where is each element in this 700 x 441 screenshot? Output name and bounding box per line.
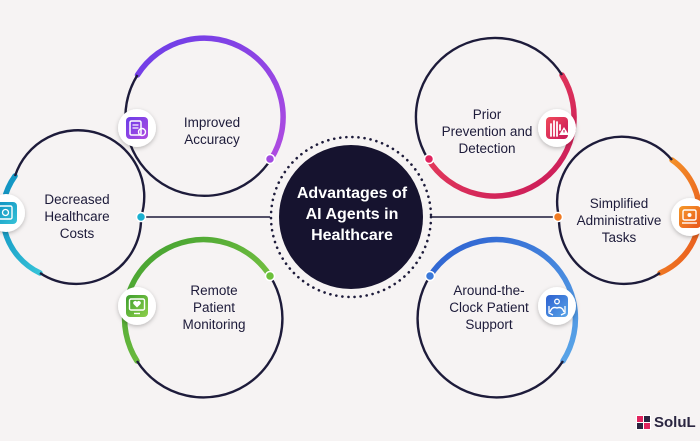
cost-chart-icon (0, 194, 25, 232)
logo-icon (636, 414, 651, 430)
label-prior-prevention: Prior Prevention and Detection (441, 107, 533, 156)
ring-improved-accuracy (124, 35, 286, 198)
brand-logo: SoluL (636, 412, 700, 432)
node-dot (264, 153, 276, 165)
label-decreased-costs: Decreased Healthcare Costs (44, 192, 110, 241)
label-remote-monitoring: Remote Patient Monitoring (182, 283, 246, 332)
node-dot (552, 211, 564, 223)
label-simplified-admin: Simplified Administrative Tasks (576, 196, 662, 245)
hand-warning-icon (538, 109, 576, 147)
care-hands-icon (538, 287, 576, 325)
document-check-icon (118, 109, 156, 147)
ring-patient-support (416, 236, 579, 399)
center-hub (269, 135, 433, 299)
ring-remote-monitoring (121, 236, 284, 399)
brand-name: SoluL (654, 413, 696, 431)
ring-prior-prevention (414, 36, 577, 199)
node-dot (264, 270, 276, 282)
label-improved-accuracy: Improved Accuracy (183, 115, 241, 147)
label-patient-support: Around-the- Clock Patient Support (449, 283, 529, 332)
node-dot (423, 153, 435, 165)
node-dot (424, 270, 436, 282)
node-dot (135, 211, 147, 223)
monitor-heart-icon (118, 287, 156, 325)
admin-tasks-icon (671, 198, 700, 236)
diagram-title: Advantages of AI Agents in Healthcare (296, 185, 408, 244)
